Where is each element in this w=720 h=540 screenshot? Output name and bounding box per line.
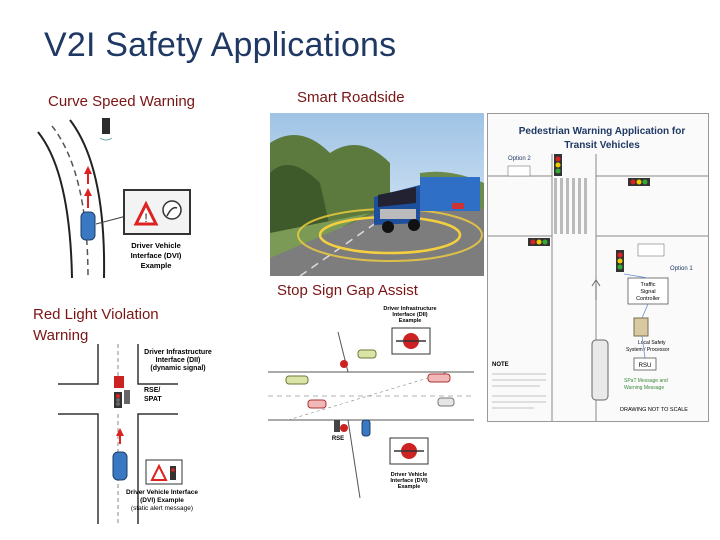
dvi-caption-1: Driver Vehicle (131, 241, 181, 250)
controller-line1: Traffic (641, 282, 656, 288)
ss-rse-label: RSE (332, 436, 344, 442)
smart-roadside-photo (270, 113, 484, 276)
processor-icon (633, 317, 649, 337)
page-title: V2I Safety Applications (44, 26, 397, 64)
rl-vehicle-icon (112, 451, 128, 481)
rse-unit-icon (102, 118, 110, 134)
rl-rse-line2: SPAT (144, 396, 162, 403)
rl-dii-line1: Driver Infrastructure (144, 349, 212, 356)
ss-dii-line1: Driver Infrastructure (383, 306, 436, 312)
rl-arrow-icon (116, 428, 124, 436)
svg-text:!: ! (144, 211, 147, 225)
ss-rse-icon (334, 420, 340, 432)
smart-roadside-label: Smart Roadside (297, 89, 405, 106)
pedestrian-title-line2: Transit Vehicles (564, 140, 640, 151)
red-light-violation-figure: Driver Infrastructure Interface (DII) (d… (58, 344, 234, 524)
truck-trailer-icon (420, 177, 480, 211)
rl-dii-line3: (dynamic signal) (150, 365, 205, 372)
stop-sign-gap-assist-label: Stop Sign Gap Assist (277, 282, 418, 299)
rl-dii-line2: Interface (DII) (156, 357, 201, 364)
rl-dvi-line2: (DVI) Example (140, 497, 184, 504)
rl-dvi-line1: Driver Vehicle Interface (126, 489, 198, 496)
ss-stop-sign-icon (340, 360, 348, 368)
controller-line2: Signal (640, 289, 655, 295)
ss-vehicle-icon (285, 375, 309, 385)
local-safety-line1: Local Safety (638, 340, 666, 346)
pedestrian-warning-figure: Pedestrian Warning Application for Trans… (487, 113, 709, 422)
spat-line2: Warning Message (624, 385, 664, 391)
ss-dii-line3: Example (399, 318, 422, 324)
controller-line3: Controller (636, 296, 660, 302)
curve-sign-icon (162, 200, 182, 220)
dvi-caption-2: Interface (DVI) (131, 251, 182, 260)
rl-rse-line1: RSE/ (144, 387, 160, 394)
drawing-not-to-scale: DRAWING NOT TO SCALE (620, 407, 688, 413)
rl-dvi-line3: (static alert message) (131, 505, 193, 512)
red-light-label-line2: Warning (33, 327, 89, 344)
ss-dvi-line1: Driver Vehicle (391, 472, 427, 478)
curve-speed-warning-figure: ! Driver Vehicle Interface (DVI) Example (30, 112, 202, 278)
vehicle-icon (80, 211, 96, 241)
antenna-icon (591, 279, 601, 300)
spat-line1: SPaT Message and (624, 378, 668, 384)
ss-dvi-line3: Example (398, 484, 421, 490)
curve-speed-warning-label: Curve Speed Warning (48, 93, 196, 110)
dvi-caption-3: Example (141, 261, 172, 270)
pedestrian-title-line1: Pedestrian Warning Application for (519, 126, 686, 137)
ss-dvi-line2: Interface (DVI) (390, 478, 427, 484)
stop-sign-gap-assist-figure: Driver Infrastructure Interface (DII) Ex… (268, 302, 474, 498)
red-light-label-line1: Red Light Violation (33, 306, 159, 323)
option2-label: Option 2 (508, 156, 531, 162)
notes-label: NOTE (492, 362, 509, 368)
rl-rse-icon (124, 390, 130, 404)
option1-label: Option 1 (670, 266, 693, 272)
local-safety-line2: System / Processor (626, 347, 670, 353)
warning-triangle-icon (133, 200, 159, 226)
rl-dii-sign-icon (114, 376, 124, 388)
transit-bus-icon (591, 339, 609, 401)
rsu-label: RSU (639, 363, 652, 369)
ss-dii-line2: Interface (DII) (392, 312, 427, 318)
red-light-violation-label: Red Light Violation Warning (33, 304, 159, 346)
